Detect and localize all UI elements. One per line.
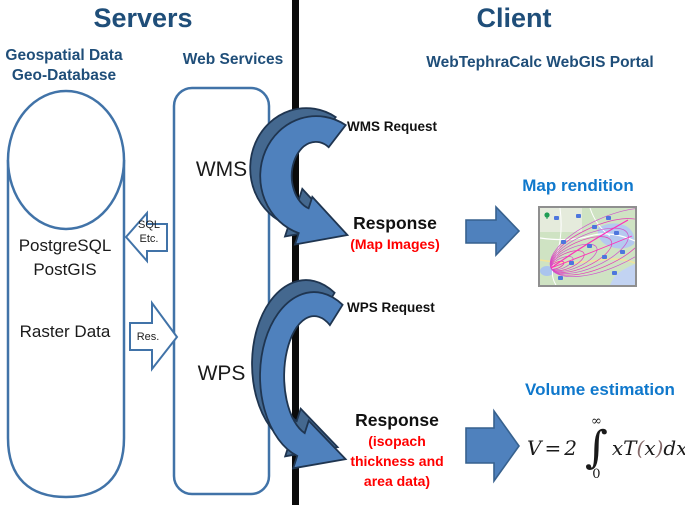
web-services-box xyxy=(172,86,271,496)
formula-differential: dx xyxy=(663,436,685,460)
formula-lhs: V=2 xyxy=(527,436,577,460)
sql-arrow-label-line1: SQL xyxy=(137,219,160,231)
sql-query-arrow-icon xyxy=(124,210,168,264)
portal-subtitle: WebTephraCalc WebGIS Portal xyxy=(426,54,654,71)
wps-response-detail-line1: (isopach xyxy=(368,433,426,449)
wms-response-label: Response xyxy=(353,213,437,233)
web-services-label: Web Services xyxy=(182,51,284,68)
map-rendition-label: Map rendition xyxy=(522,176,634,195)
road-shield-markers xyxy=(554,214,625,280)
wps-response-detail-line3: area data) xyxy=(363,473,431,489)
geodatabase-label: Geospatial Data Geo-Database xyxy=(0,46,128,86)
wps-response-block: Response (isopach thickness and area dat… xyxy=(330,410,464,491)
formula-integral: ∞ ∫ 0 xyxy=(585,415,608,481)
database-cylinder-body xyxy=(6,160,126,499)
map-thumbnail xyxy=(538,206,637,287)
wms-response-block: Response (Map Images) xyxy=(329,213,461,254)
wms-request-label: WMS Request xyxy=(347,119,438,134)
db-item-postgresql: PostgreSQL xyxy=(18,236,112,255)
wps-response-detail-line2: thickness and xyxy=(350,453,444,469)
wms-exchange-curved-arrow xyxy=(249,107,350,246)
formula-var: x xyxy=(644,436,656,460)
formula-upper-limit: ∞ xyxy=(591,414,602,429)
wps-exchange-curved-arrow xyxy=(251,279,348,470)
sql-arrow-label-line2: Etc. xyxy=(139,233,159,245)
formula-lower-limit: 0 xyxy=(592,467,601,482)
server-client-divider xyxy=(292,0,299,505)
isopach-contours xyxy=(549,208,635,278)
to-volume-block-arrow-icon xyxy=(465,408,520,484)
map-pin-icon xyxy=(544,212,550,219)
formula-coefficient: 2 xyxy=(564,436,577,460)
db-item-postgis: PostGIS xyxy=(33,260,97,279)
service-wps-label: WPS xyxy=(197,362,246,385)
wps-request-label: WPS Request xyxy=(347,300,435,315)
wps-response-label: Response xyxy=(355,410,439,430)
db-item-raster-data: Raster Data xyxy=(19,322,111,341)
volume-formula: V=2 ∞ ∫ 0 xT(x)dx xyxy=(527,408,685,488)
formula-paren-close: ) xyxy=(655,436,664,460)
volume-estimation-label: Volume estimation xyxy=(525,380,675,399)
formula-integrand: xT(x)dx xyxy=(612,436,685,460)
to-map-block-arrow-icon xyxy=(465,205,521,257)
formula-paren-open: ( xyxy=(636,436,645,460)
res-arrow-label: Res. xyxy=(136,331,160,343)
result-arrow-icon xyxy=(129,299,179,372)
client-title: Client xyxy=(476,3,552,33)
geodatabase-label-line2: Geo-Database xyxy=(11,67,117,84)
servers-title: Servers xyxy=(93,3,193,33)
geodatabase-label-line1: Geospatial Data xyxy=(5,47,123,64)
database-cylinder-top xyxy=(6,89,126,231)
integral-sign: ∫ xyxy=(584,422,608,473)
service-wms-label: WMS xyxy=(195,158,248,181)
sql-arrow-label: SQL Etc. xyxy=(130,218,168,246)
formula-equals: = xyxy=(544,436,562,460)
wms-response-detail: (Map Images) xyxy=(350,236,440,252)
